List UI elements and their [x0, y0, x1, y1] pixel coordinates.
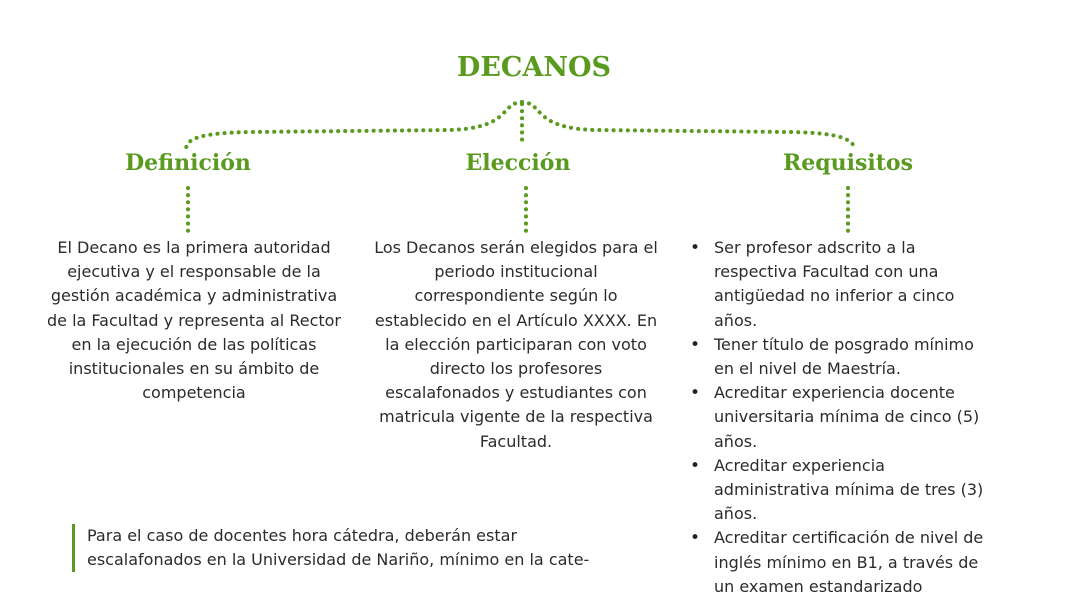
brace-right: [520, 100, 858, 152]
heading-eleccion: Elección: [465, 150, 571, 176]
heading-requisitos: Requisitos: [783, 150, 913, 176]
list-item: Acreditar certificación de nivel de ingl…: [690, 526, 990, 599]
list-item: Acreditar experiencia administrativa mín…: [690, 454, 990, 527]
definicion-text: El Decano es la primera autoridad ejecut…: [46, 238, 341, 403]
list-item: Acreditar experiencia docente universita…: [690, 381, 990, 454]
requisitos-list: Ser profesor adscrito a la respectiva Fa…: [690, 236, 990, 599]
dotted-connectors: [184, 100, 858, 234]
page-title: DECANOS: [456, 52, 612, 83]
hora-catedra-note: Para el caso de docentes hora cátedra, d…: [72, 524, 617, 572]
brace-left: [184, 100, 524, 150]
eleccion-text: Los Decanos serán elegidos para el perio…: [374, 238, 658, 451]
list-item: Tener título de posgrado mínimo en el ni…: [690, 333, 990, 381]
heading-definicion: Definición: [125, 150, 251, 176]
list-item: Ser profesor adscrito a la respectiva Fa…: [690, 236, 990, 333]
